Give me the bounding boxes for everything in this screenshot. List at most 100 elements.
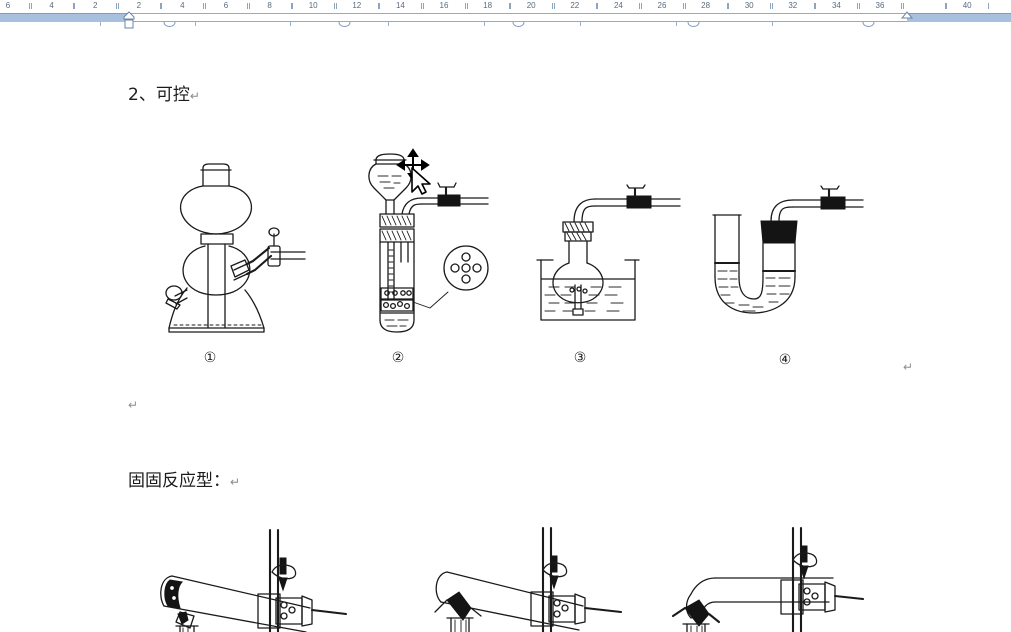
ruler-tick bbox=[508, 3, 510, 9]
ruler-tick bbox=[159, 3, 161, 9]
ruler-tick bbox=[553, 3, 555, 9]
ruler-tick bbox=[465, 3, 466, 9]
paragraph-heading-controllable[interactable]: 2、可控↵ bbox=[128, 84, 200, 107]
figure-heated-test-tube-3[interactable] bbox=[655, 520, 865, 632]
hanging-indent-marker[interactable] bbox=[862, 21, 875, 28]
ruler-tick bbox=[901, 3, 902, 9]
ruler-number: 12 bbox=[352, 1, 362, 10]
figure-test-tube-dropping-funnel[interactable]: ② bbox=[368, 150, 498, 366]
figure-flask-in-beaker[interactable]: ③ bbox=[535, 184, 685, 366]
figure-heated-test-tube-1[interactable] bbox=[150, 520, 350, 632]
hanging-indent-marker[interactable] bbox=[338, 21, 351, 28]
ruler-number: 28 bbox=[701, 1, 711, 10]
hanging-indent-marker[interactable] bbox=[687, 21, 700, 28]
ruler-tick bbox=[290, 3, 292, 9]
tab-stop-mark[interactable] bbox=[100, 22, 101, 26]
tab-stop-mark[interactable] bbox=[388, 22, 389, 26]
ruler-tick bbox=[203, 3, 205, 9]
ruler-number: 40 bbox=[962, 1, 972, 10]
ruler-tick bbox=[728, 3, 730, 9]
ruler-tick bbox=[946, 3, 948, 9]
ruler-number: 34 bbox=[831, 1, 841, 10]
right-indent-marker[interactable] bbox=[900, 11, 914, 23]
ruler-tick bbox=[944, 3, 946, 9]
ruler-tick bbox=[641, 3, 642, 9]
ruler-number: 22 bbox=[570, 1, 580, 10]
ruler-number: 2 bbox=[136, 1, 142, 10]
left-indent-marker[interactable] bbox=[123, 11, 135, 29]
ruler-tick bbox=[335, 3, 337, 9]
paragraph-text: 固固反应型： bbox=[128, 471, 230, 491]
ruler-tick bbox=[510, 3, 512, 9]
tab-stop-mark[interactable] bbox=[290, 22, 291, 26]
ruler-number: 4 bbox=[180, 1, 185, 10]
ruler-tick bbox=[377, 3, 379, 9]
hanging-indent-marker[interactable] bbox=[163, 21, 176, 28]
ruler-tick bbox=[595, 3, 597, 9]
ruler-tick bbox=[29, 3, 30, 9]
ruler-tick bbox=[247, 3, 248, 9]
figure-caption-4: ④ bbox=[778, 352, 792, 368]
ruler-number: 2 bbox=[92, 1, 98, 10]
ruler-tick bbox=[334, 3, 336, 9]
ruler-tick bbox=[116, 3, 118, 9]
ruler-number: 30 bbox=[744, 1, 754, 10]
ruler-number: 32 bbox=[788, 1, 798, 10]
ruler-tick bbox=[683, 3, 684, 9]
ruler-tick bbox=[248, 3, 250, 9]
pilcrow-mark: ↵ bbox=[189, 89, 200, 103]
ruler-number: 6 bbox=[5, 1, 11, 10]
ruler-tick bbox=[117, 3, 119, 9]
ruler-tick bbox=[292, 3, 294, 9]
ruler-number: 10 bbox=[308, 1, 318, 10]
ruler-tick bbox=[815, 3, 817, 9]
figure-kipps-generator[interactable]: ① bbox=[165, 160, 310, 366]
ruler-number: 4 bbox=[49, 1, 54, 10]
pilcrow-mark: ↵ bbox=[230, 475, 241, 489]
figure-heated-test-tube-2[interactable] bbox=[425, 520, 625, 632]
ruler-number: 16 bbox=[439, 1, 449, 10]
tab-stop-mark[interactable] bbox=[484, 22, 485, 26]
ruler-tick bbox=[552, 3, 554, 9]
hanging-indent-marker[interactable] bbox=[512, 21, 525, 28]
ruler-tick bbox=[597, 3, 599, 9]
paragraph-mark-right-margin: ↵ bbox=[903, 360, 914, 374]
ruler-tick bbox=[857, 3, 859, 9]
figure-caption-3: ③ bbox=[573, 350, 587, 366]
ruler-tick bbox=[161, 3, 163, 9]
ruler-tick bbox=[466, 3, 468, 9]
ruler-text-area bbox=[129, 13, 907, 22]
figure-caption-1: ① bbox=[203, 350, 217, 366]
ruler-tick bbox=[902, 3, 904, 9]
ruler-number: 20 bbox=[526, 1, 536, 10]
ruler-tick bbox=[423, 3, 424, 9]
figure-u-tube-generator[interactable]: ④ bbox=[705, 185, 865, 368]
ruler-tick bbox=[421, 3, 423, 9]
ruler-number: 36 bbox=[875, 1, 885, 10]
document-page: 2、可控↵ ↵ ↵ 固固反应型：↵ bbox=[0, 30, 1011, 632]
tab-stop-mark[interactable] bbox=[772, 22, 773, 26]
ruler-number: 24 bbox=[613, 1, 623, 10]
ruler-tick bbox=[639, 3, 641, 9]
ruler-tick bbox=[205, 3, 206, 9]
ruler-number: 18 bbox=[483, 1, 493, 10]
tab-stop-mark[interactable] bbox=[195, 22, 196, 26]
ruler-tick bbox=[988, 3, 990, 9]
paragraph-mark-empty-1: ↵ bbox=[128, 398, 139, 412]
ruler-tick bbox=[684, 3, 686, 9]
ruler-tick bbox=[771, 3, 773, 9]
paragraph-heading-solid-solid[interactable]: 固固反应型：↵ bbox=[128, 470, 240, 493]
tab-stop-mark[interactable] bbox=[676, 22, 677, 26]
ruler-tick bbox=[72, 3, 74, 9]
ruler-tick bbox=[859, 3, 860, 9]
paragraph-text: 2、可控 bbox=[128, 85, 190, 105]
ruler-number: 6 bbox=[223, 1, 229, 10]
ruler-tick bbox=[30, 3, 32, 9]
tab-stop-mark[interactable] bbox=[580, 22, 581, 26]
ruler-number: 14 bbox=[395, 1, 405, 10]
ruler-number: 26 bbox=[657, 1, 667, 10]
ruler-tick bbox=[379, 3, 381, 9]
